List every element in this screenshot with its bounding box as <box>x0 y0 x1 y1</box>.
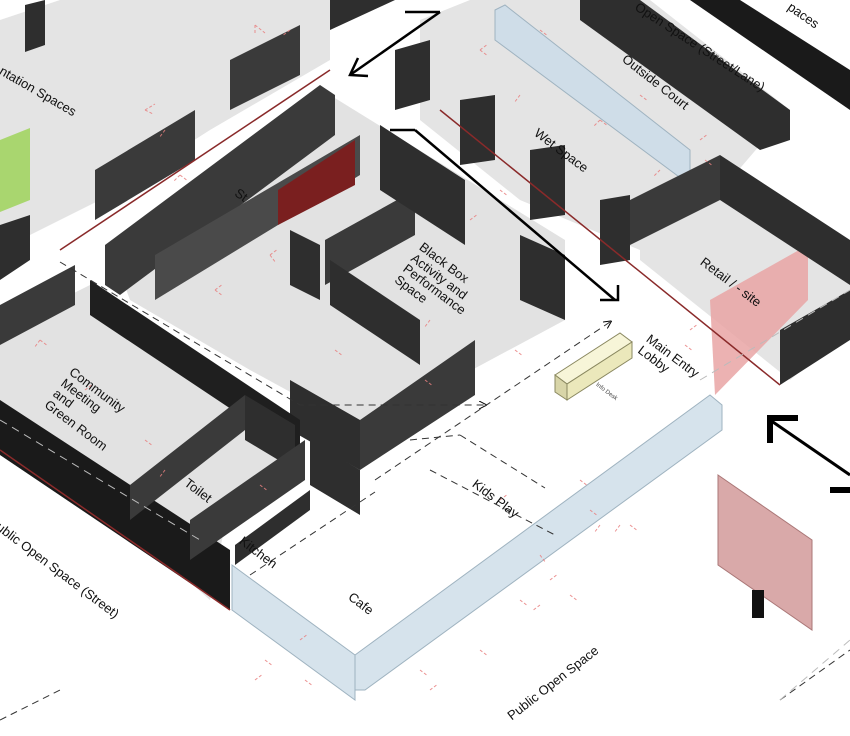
wall <box>25 0 45 52</box>
wall <box>330 0 395 30</box>
retail-glass-panel <box>710 245 808 395</box>
wall <box>0 400 230 610</box>
wall <box>330 260 420 365</box>
cafe-glass-wall-right <box>354 394 723 691</box>
main-arrows <box>348 10 850 493</box>
circulation-arrow-markers <box>33 24 714 691</box>
sign-post <box>752 590 764 618</box>
wall <box>290 380 360 470</box>
wall <box>600 195 630 265</box>
wall <box>310 440 360 515</box>
wall <box>690 0 850 110</box>
wall <box>230 25 300 110</box>
wall <box>290 230 320 300</box>
wall <box>245 395 295 470</box>
wall <box>0 265 75 345</box>
wall <box>720 155 850 285</box>
green-block <box>0 128 30 212</box>
wall <box>190 440 305 560</box>
wall <box>530 145 565 220</box>
wall <box>630 155 720 245</box>
wall <box>105 85 335 295</box>
red-accent-panel <box>278 140 355 225</box>
property-lines <box>0 69 781 611</box>
wall <box>380 125 465 245</box>
wall <box>130 395 245 520</box>
wall <box>0 215 30 280</box>
wall <box>395 40 430 110</box>
sign-board <box>717 474 813 631</box>
cafe-glass-wall-left <box>231 564 356 701</box>
wall <box>95 110 195 220</box>
court-glass-wall <box>494 4 691 186</box>
wall <box>580 0 790 150</box>
wall <box>780 290 850 385</box>
info-desk-side <box>566 341 633 401</box>
wall <box>235 490 310 565</box>
site-boundary <box>0 289 850 701</box>
circulation-paths <box>0 261 850 721</box>
wall <box>325 190 415 285</box>
wall <box>520 235 565 320</box>
